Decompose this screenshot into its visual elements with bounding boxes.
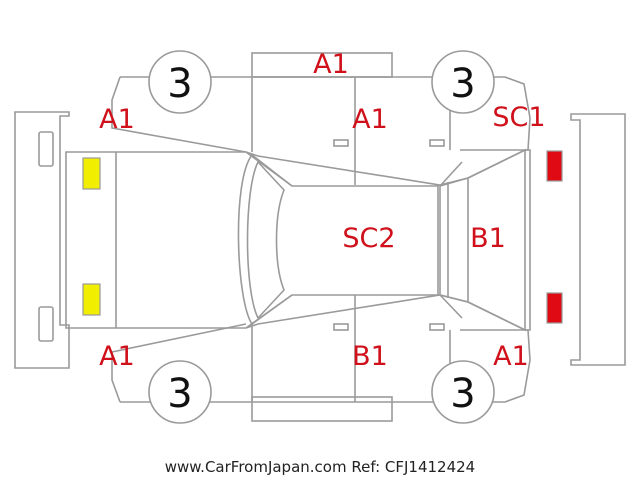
tire-front-right: 3 <box>148 360 212 424</box>
damage-code-trunk: B1 <box>470 223 506 254</box>
taillight-right-indicator <box>546 292 563 324</box>
headlight-right-indicator <box>82 283 101 316</box>
headlights <box>82 157 101 316</box>
damage-code-rear-left-fender: SC1 <box>492 102 545 133</box>
footer-reference: www.CarFromJapan.com Ref: CFJ1412424 <box>165 458 475 476</box>
tire-rating-front-right: 3 <box>167 371 192 417</box>
tire-rear-left: 3 <box>431 50 495 114</box>
rear-bumper <box>570 113 626 366</box>
damage-code-hood: SC2 <box>342 223 395 254</box>
taillight-left-indicator <box>546 150 563 182</box>
front-bumper <box>14 111 70 369</box>
headlight-left-indicator <box>82 157 101 190</box>
tire-rating-rear-right: 3 <box>450 371 475 417</box>
tire-front-left: 3 <box>148 50 212 114</box>
damage-code-front-right-door: B1 <box>352 341 388 372</box>
tire-rating-rear-left: 3 <box>450 61 475 107</box>
damage-code-front-left-fender: A1 <box>99 104 135 135</box>
damage-code-front-left-door: A1 <box>352 104 388 135</box>
car-body <box>65 52 531 422</box>
tire-rear-right: 3 <box>431 360 495 424</box>
damage-code-roof: A1 <box>313 49 349 80</box>
tire-rating-front-left: 3 <box>167 61 192 107</box>
damage-code-front-right-fender: A1 <box>99 341 135 372</box>
damage-code-rear-right-fender: A1 <box>493 341 529 372</box>
taillights <box>546 150 563 324</box>
